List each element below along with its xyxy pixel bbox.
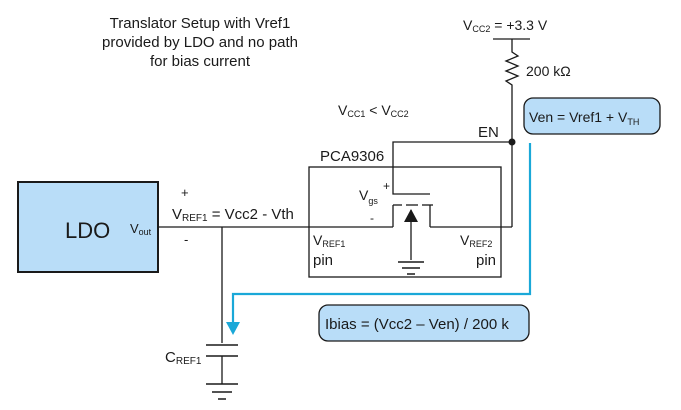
bias-current-path bbox=[231, 143, 532, 323]
mosfet-ground-icon bbox=[398, 261, 424, 275]
vref2-pin-text: pin bbox=[476, 252, 496, 269]
ldo-block bbox=[17, 181, 159, 273]
ldo-label: LDO bbox=[65, 218, 110, 243]
en-label: EN bbox=[478, 124, 499, 141]
body-diode-icon bbox=[404, 209, 418, 222]
vref1-pin-label: VREF1 bbox=[313, 232, 345, 249]
resistor-icon bbox=[504, 39, 520, 227]
vcc-compare-label: VCC1 < VCC2 bbox=[338, 102, 409, 119]
pca9306-box bbox=[308, 166, 502, 278]
ground-icon bbox=[206, 383, 238, 400]
vref1-equation: VREF1 = Vcc2 - Vth bbox=[172, 206, 294, 224]
vout-label: Vout bbox=[130, 221, 152, 237]
title-line-3: for bias current bbox=[149, 53, 251, 70]
vref1-plus: + bbox=[181, 185, 189, 200]
vref1-pin-text: pin bbox=[313, 252, 333, 269]
vcc2-label: VCC2 = +3.3 V bbox=[463, 17, 548, 34]
ibias-callout bbox=[318, 304, 530, 342]
pca9306-label: PCA9306 bbox=[320, 148, 384, 165]
vref1-minus: - bbox=[184, 232, 188, 247]
vref2-pin-label: VREF2 bbox=[460, 232, 492, 249]
title-line-2: provided by LDO and no path bbox=[102, 34, 298, 51]
en-junction-dot bbox=[508, 138, 516, 146]
en-wire bbox=[392, 141, 512, 195]
diagram-title: Translator Setup with Vref1 provided by … bbox=[70, 14, 330, 71]
bias-current-arrowhead bbox=[226, 322, 240, 335]
vgs-label: Vgs bbox=[359, 187, 378, 206]
cref-label: CREF1 bbox=[165, 349, 202, 367]
title-line-1: Translator Setup with Vref1 bbox=[109, 15, 291, 32]
vgs-plus: + bbox=[383, 179, 390, 193]
ven-callout bbox=[523, 97, 661, 135]
ibias-equation: Ibias = (Vcc2 – Ven) / 200 k bbox=[325, 316, 509, 333]
ven-equation: Ven = Vref1 + VTH bbox=[529, 109, 639, 127]
resistor-value: 200 kΩ bbox=[526, 63, 571, 79]
vgs-minus: - bbox=[370, 211, 374, 225]
